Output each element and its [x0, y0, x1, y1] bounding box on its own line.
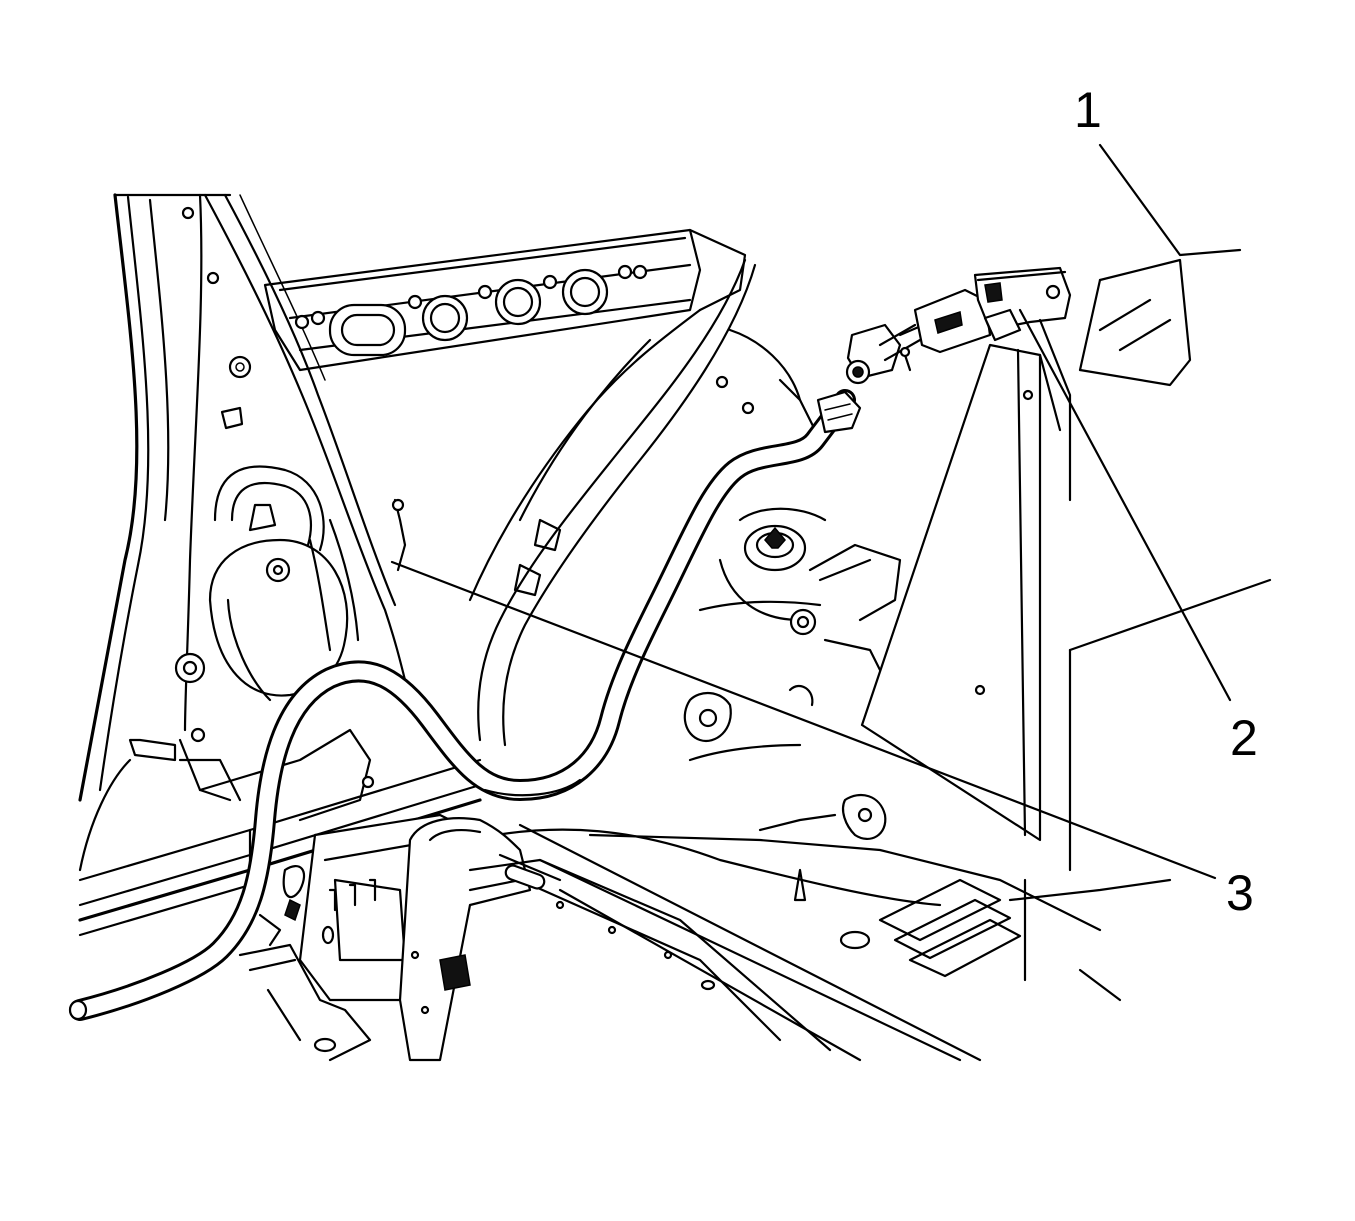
rear-floor-rail — [398, 817, 832, 1062]
center-pillar — [468, 258, 817, 747]
leader-line-2 — [1018, 308, 1232, 702]
rear-quarter-panel — [860, 258, 1192, 842]
leader-line-1 — [1098, 143, 1242, 257]
callout-1: 1 — [1074, 82, 1102, 138]
leader-line-3 — [390, 560, 1217, 880]
upper-cross-rail — [263, 228, 747, 372]
wiring-harness-cable — [68, 389, 856, 1021]
floor-pan — [468, 578, 1272, 1062]
left-body-pillar — [78, 193, 407, 802]
callout-2: 2 — [1230, 710, 1258, 766]
strut-tower — [683, 507, 902, 841]
leader-lines — [390, 143, 1242, 880]
callout-3: 3 — [1226, 865, 1254, 921]
connector-and-sensor-assembly — [816, 266, 1072, 434]
